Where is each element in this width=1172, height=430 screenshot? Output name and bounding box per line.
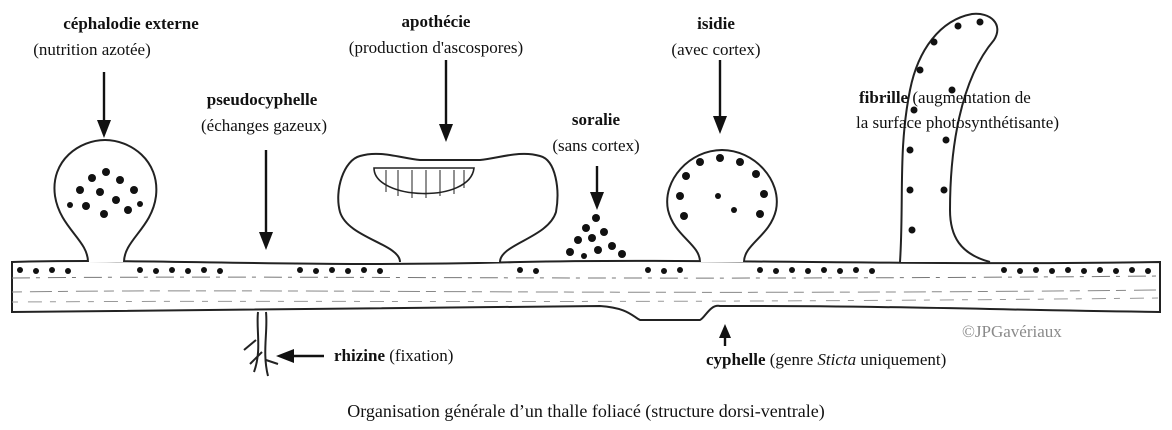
- figure-caption: Organisation générale d’un thalle foliac…: [347, 401, 824, 421]
- cyphelle-desc-post: uniquement): [856, 350, 946, 369]
- pseudocyphelle-title: pseudocyphelle: [207, 90, 318, 110]
- fibrille-structure: [900, 14, 997, 262]
- cephalodie-subtitle: (nutrition azotée): [33, 40, 151, 60]
- apothecie-title: apothécie: [402, 12, 471, 32]
- isidie-structure: [667, 150, 777, 262]
- soralie-title: soralie: [572, 110, 620, 130]
- pseudocyphelle-subtitle: (échanges gazeux): [201, 116, 327, 136]
- cyphelle-label: cyphelle (genre Sticta uniquement): [706, 350, 946, 370]
- soralie-structure: [566, 214, 626, 259]
- fibrille-label: fibrille (augmentation de: [859, 88, 1031, 108]
- soralie-subtitle: (sans cortex): [552, 136, 639, 156]
- rhizine-desc: (fixation): [389, 346, 453, 365]
- copyright-credit: ©JPGavériaux: [962, 322, 1062, 342]
- fibrille-desc-2: la surface photosynthétisante): [856, 113, 1059, 133]
- cephalodie-structure: [54, 140, 156, 262]
- rhizine-title: rhizine: [334, 346, 385, 365]
- rhizine-label: rhizine (fixation): [334, 346, 453, 366]
- isidie-subtitle: (avec cortex): [671, 40, 760, 60]
- cyphelle-title: cyphelle: [706, 350, 766, 369]
- isidie-title: isidie: [697, 14, 735, 34]
- cyphelle-desc-genus: Sticta: [817, 350, 856, 369]
- cephalodie-title: céphalodie externe: [63, 14, 199, 34]
- cyphelle-desc-pre: (genre: [770, 350, 818, 369]
- apothecie-subtitle: (production d'ascospores): [349, 38, 523, 58]
- fibrille-desc-1: (augmentation de: [912, 88, 1031, 107]
- thallus-body: [12, 261, 1160, 320]
- fibrille-title: fibrille: [859, 88, 908, 107]
- rhizine-structure: [244, 312, 278, 376]
- apothecie-structure: [338, 154, 557, 262]
